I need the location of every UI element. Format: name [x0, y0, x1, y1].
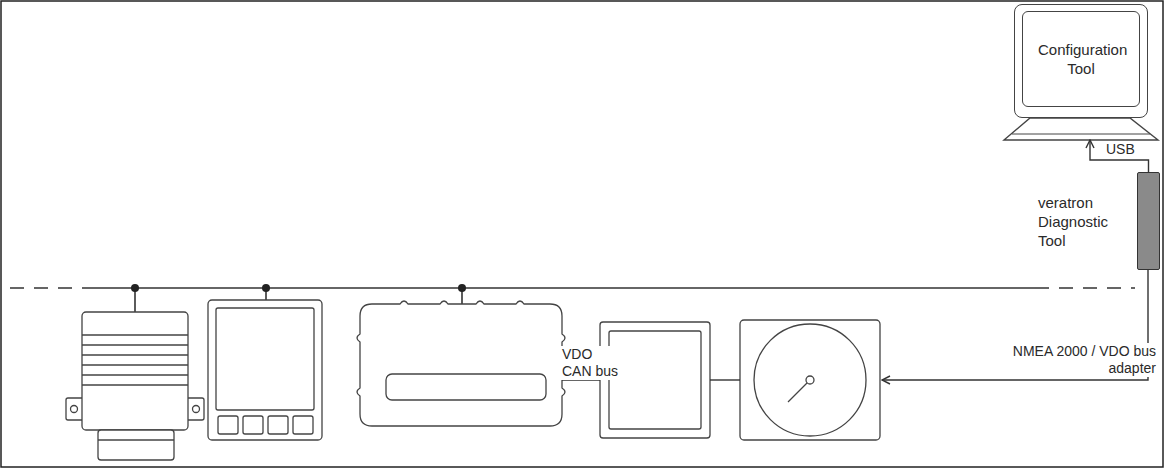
computer-base-line [1012, 134, 1150, 135]
bus-label: VDO CAN bus [560, 346, 622, 380]
computer-base [1004, 118, 1158, 140]
node-label: veratron Diagnostic Tool [1038, 193, 1128, 250]
bus-label: NMEA 2000 / VDO bus adapter [994, 343, 1158, 377]
square-display [600, 322, 710, 438]
computer-monitor: Configuration Tool [1014, 4, 1148, 118]
usb-connector [1090, 140, 1149, 172]
edge-label: USB [1104, 141, 1137, 158]
diagnostic-tool: veratron Diagnostic Tool [1137, 172, 1160, 270]
bus-line [10, 288, 1135, 312]
control-module [66, 312, 204, 460]
gateway-unit [357, 301, 565, 426]
display-unit [208, 300, 322, 440]
node-label: Configuration Tool [1038, 40, 1124, 78]
bus-junctions [131, 284, 466, 292]
gauge [740, 320, 880, 440]
monitor-screen: Configuration Tool [1022, 11, 1140, 107]
